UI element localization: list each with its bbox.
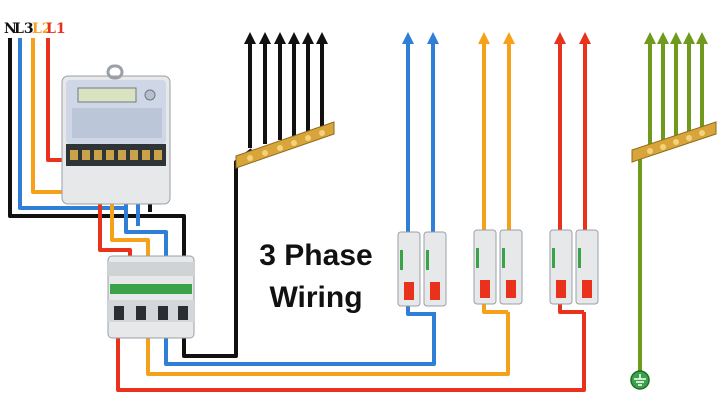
mcb-pair-l1 xyxy=(549,229,599,305)
earth-arrowheads xyxy=(644,32,708,44)
earth-busbar xyxy=(631,121,717,163)
neutral-arrowheads xyxy=(244,32,328,44)
diagram-title-line1: 3 Phase xyxy=(259,239,373,272)
main-breaker xyxy=(107,255,195,339)
neutral-busbar xyxy=(235,121,335,169)
label-n: N xyxy=(4,21,17,37)
label-l2: L2 xyxy=(32,21,52,37)
earth-icon xyxy=(630,370,650,390)
neutral-wires xyxy=(8,38,324,358)
diagram-title-line2: Wiring xyxy=(269,281,363,314)
energy-meter xyxy=(61,64,171,205)
earth-wires xyxy=(638,40,704,372)
mcb-pair-l3 xyxy=(397,231,447,307)
l1-arrowheads xyxy=(554,32,591,44)
l3-arrowheads xyxy=(402,32,439,44)
l2-arrowheads xyxy=(478,32,515,44)
label-l3: L3 xyxy=(14,21,34,37)
mcb-pair-l2 xyxy=(473,229,523,305)
label-l1: L1 xyxy=(46,21,66,37)
